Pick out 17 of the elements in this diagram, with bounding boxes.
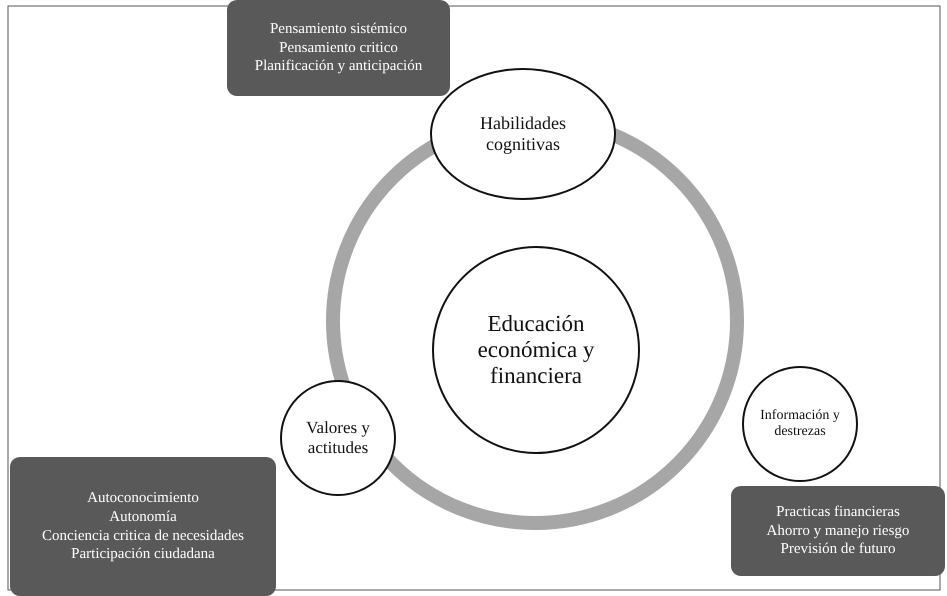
list-item: Conciencia critica de necesidades: [42, 526, 244, 546]
list-item: Pensamiento critico: [279, 38, 398, 58]
topic-label: Educación económica y financiera: [476, 311, 596, 389]
detail-box: [10, 457, 276, 596]
list-item: Autoconocimiento: [87, 489, 199, 508]
list-item: Pensamiento sistémico: [270, 20, 408, 39]
list-item: Autonomía: [109, 508, 177, 526]
topic-label: Habilidades cognitivas: [479, 113, 567, 155]
list-item: Planificación y anticipación: [254, 57, 422, 76]
list-item: Previsión de futuro: [780, 540, 896, 560]
list-item: Ahorro y manejo riesgo: [766, 522, 910, 540]
topic-label: Información y destrezas: [759, 408, 841, 440]
topic-label: Valores y actitudes: [305, 418, 371, 458]
list-item: Participación ciudadana: [71, 545, 215, 564]
list-item: Practicas financieras: [776, 502, 900, 522]
detail-box: [227, 0, 450, 96]
detail-box: [731, 486, 945, 576]
